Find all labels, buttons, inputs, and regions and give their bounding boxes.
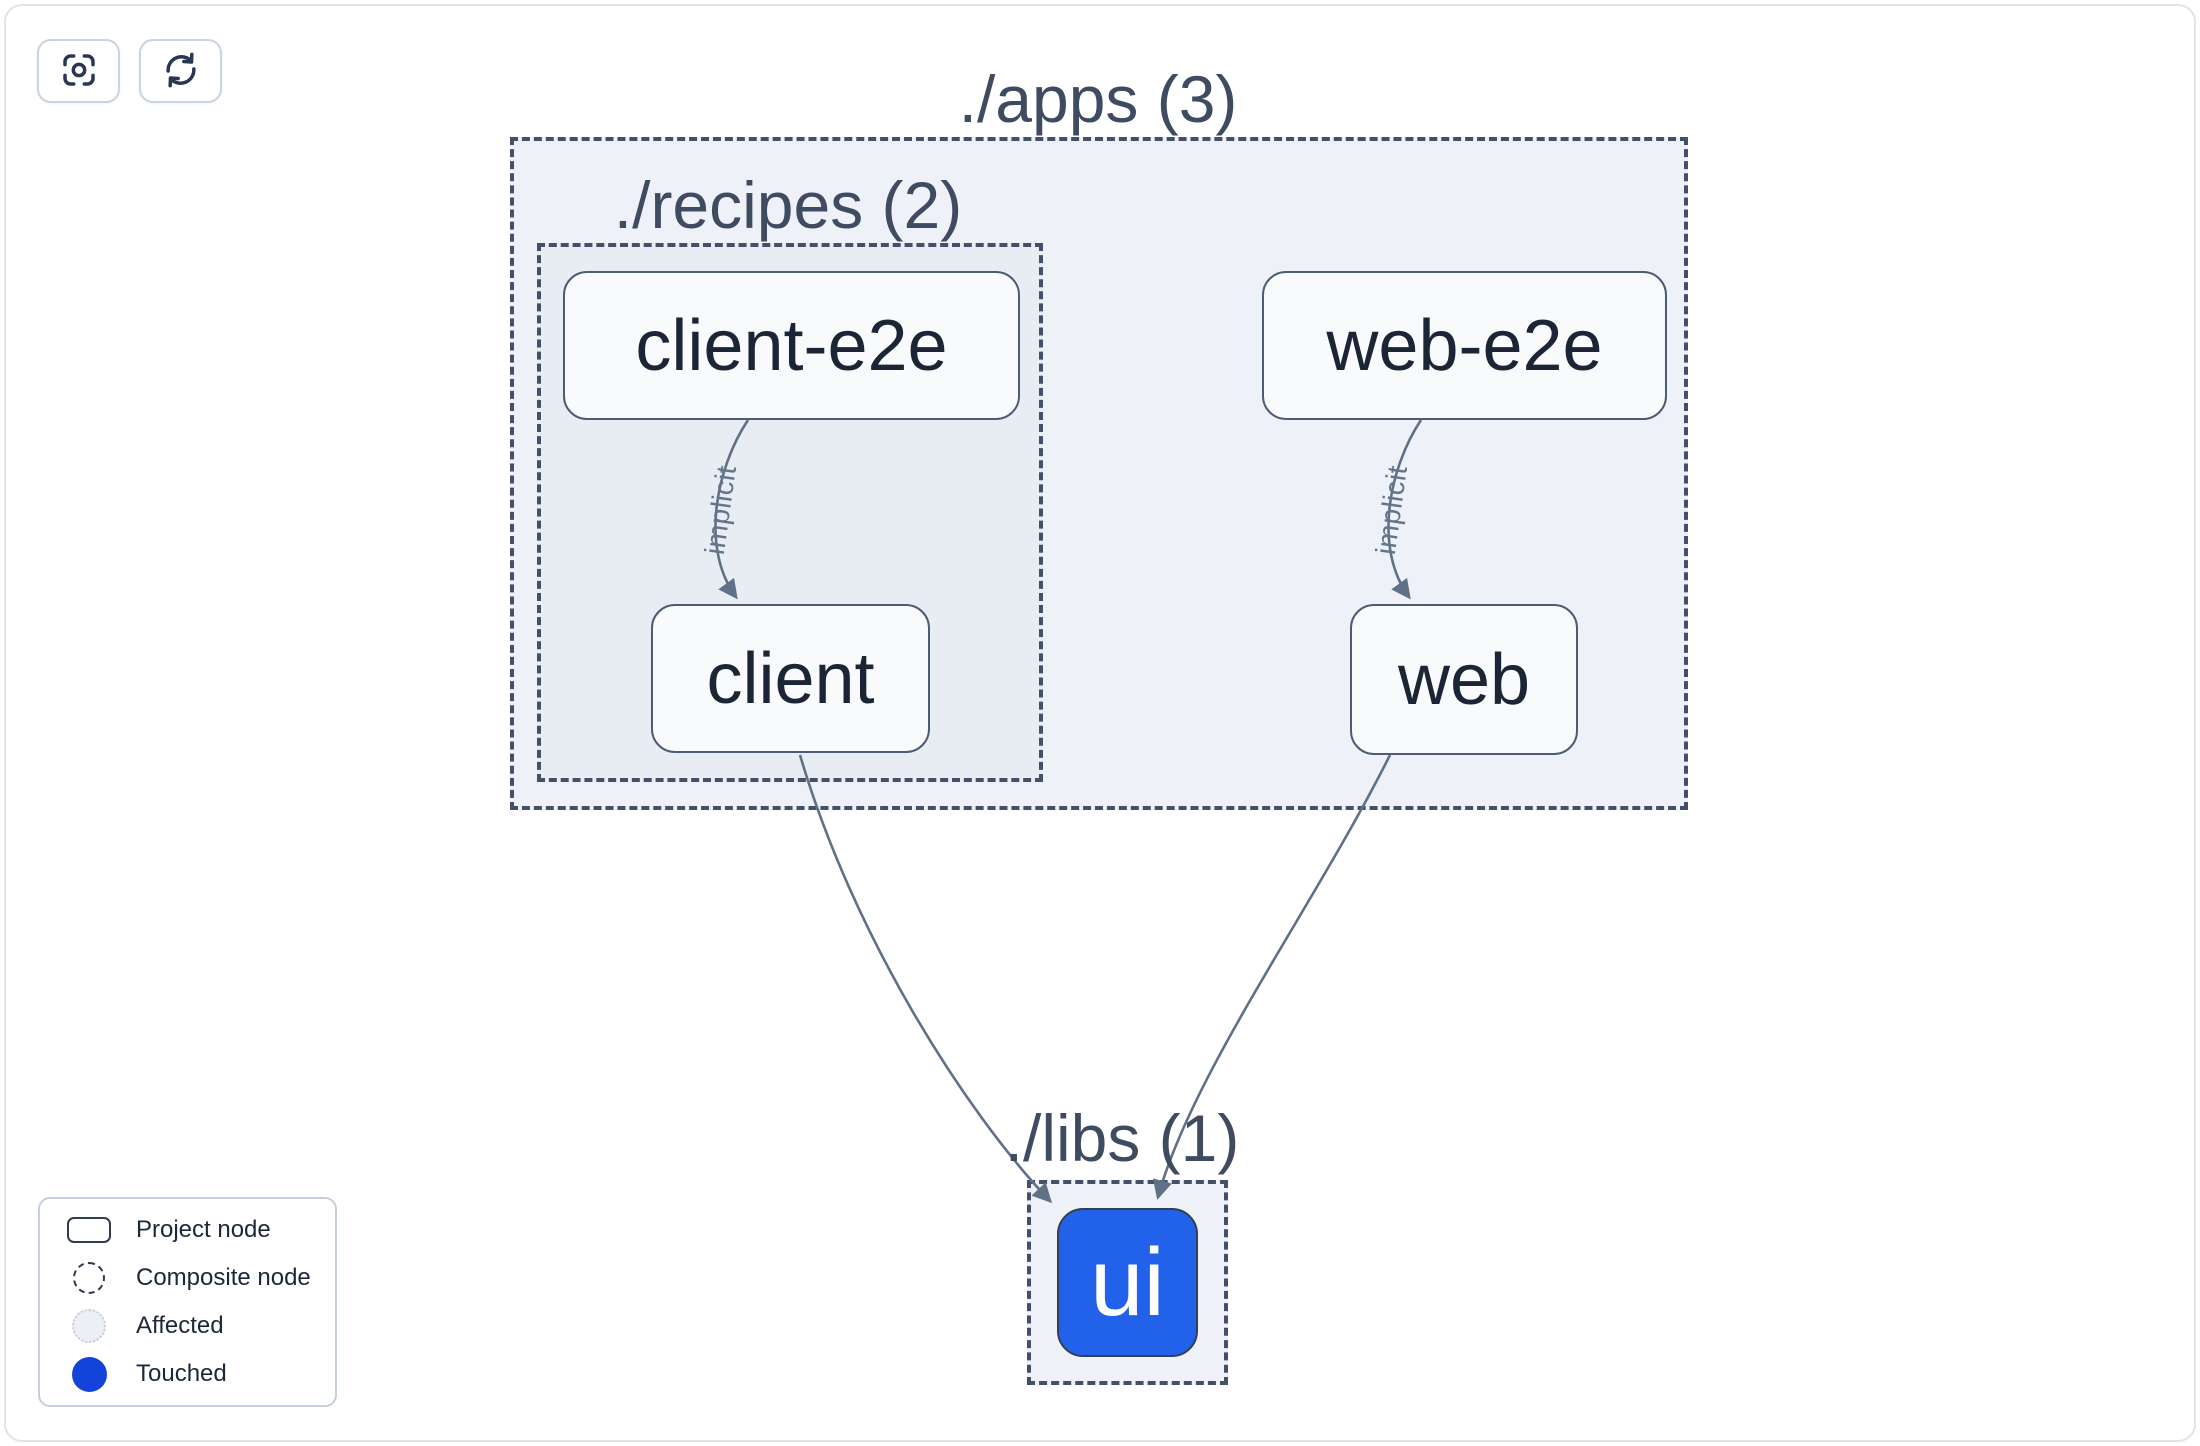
refresh-button[interactable]: [139, 39, 222, 103]
group-title-apps[interactable]: ./apps (3): [958, 62, 1238, 136]
legend-item-composite-node: Composite node: [40, 1254, 335, 1302]
project-node-ui-touched[interactable]: ui: [1057, 1208, 1198, 1357]
focus-crosshair-icon: [59, 50, 99, 93]
legend-item-touched: Touched: [40, 1350, 335, 1398]
project-node-web-e2e[interactable]: web-e2e: [1262, 271, 1667, 420]
project-node-web[interactable]: web: [1350, 604, 1578, 755]
project-node-client-e2e[interactable]: client-e2e: [563, 271, 1020, 420]
composite-node-swatch-icon: [66, 1262, 112, 1294]
legend-label: Touched: [136, 1360, 227, 1387]
edge-client-e2e-to-client: [714, 419, 750, 600]
legend-item-affected: Affected: [40, 1302, 335, 1350]
legend-label: Affected: [136, 1312, 224, 1339]
legend-label: Composite node: [136, 1264, 311, 1291]
legend-label: Project node: [136, 1216, 271, 1243]
zoom-to-fit-button[interactable]: [37, 39, 120, 103]
legend: Project node Composite node Affected Tou…: [38, 1197, 337, 1407]
edge-web-to-ui: [1152, 754, 1392, 1200]
group-title-recipes[interactable]: ./recipes (2): [613, 168, 963, 242]
group-title-libs[interactable]: ./libs (1): [1004, 1101, 1240, 1175]
project-node-swatch-icon: [66, 1217, 112, 1243]
affected-swatch-icon: [66, 1309, 112, 1343]
edge-web-e2e-to-web: [1387, 419, 1423, 600]
refresh-icon: [161, 50, 201, 93]
legend-item-project-node: Project node: [40, 1206, 335, 1254]
edge-client-to-ui: [798, 754, 1053, 1204]
toolbar: [37, 39, 222, 103]
project-node-client[interactable]: client: [651, 604, 930, 753]
touched-swatch-icon: [66, 1356, 112, 1392]
